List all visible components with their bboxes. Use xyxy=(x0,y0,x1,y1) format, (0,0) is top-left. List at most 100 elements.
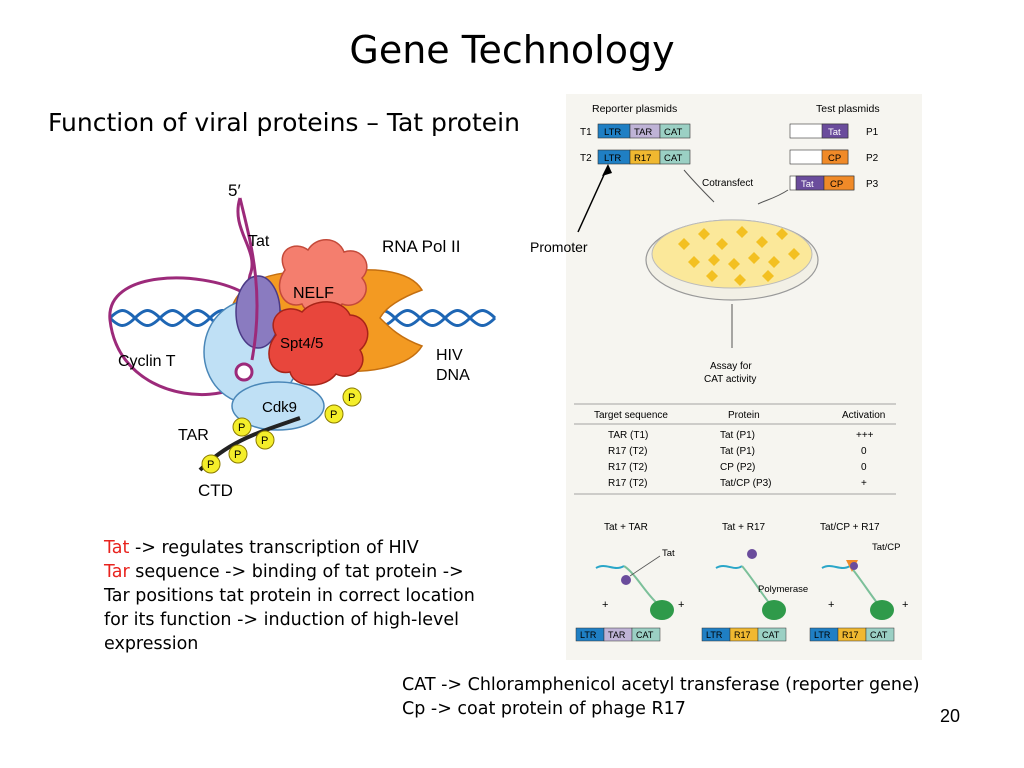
svg-text:R17 (T2): R17 (T2) xyxy=(608,446,647,457)
tat-label: Tat xyxy=(248,233,270,250)
ctd-label: CTD xyxy=(198,481,233,500)
svg-text:LTR: LTR xyxy=(580,630,597,640)
svg-text:Tat/CP: Tat/CP xyxy=(872,542,901,553)
svg-text:Tat (P1): Tat (P1) xyxy=(720,446,755,457)
phospho-label: P xyxy=(238,422,245,434)
footer-line-1: CAT -> Chloramphenicol acetyl transferas… xyxy=(402,675,920,695)
activation-table: Target sequence Protein Activation TAR (… xyxy=(574,403,896,495)
svg-text:+: + xyxy=(678,599,684,611)
promoter-label: Promoter xyxy=(530,239,588,255)
svg-text:P2: P2 xyxy=(866,153,879,164)
svg-text:TAR (T1): TAR (T1) xyxy=(608,430,648,441)
svg-text:R17: R17 xyxy=(842,630,859,640)
spt45-label: Spt4/5 xyxy=(280,335,323,352)
panel-tat-r17: Tat + R17 Polymerase LTR R17 CAT xyxy=(701,522,808,642)
cotransfect-label: Cotransfect xyxy=(702,178,753,189)
svg-text:+: + xyxy=(861,478,867,489)
svg-text:R17: R17 xyxy=(634,153,651,164)
culture-dish xyxy=(645,219,819,301)
svg-text:Polymerase: Polymerase xyxy=(758,584,808,595)
svg-text:Activation: Activation xyxy=(842,410,885,421)
panel-tat-tar: Tat + TAR Tat + + LTR TAR CAT xyxy=(575,522,684,642)
svg-text:+++: +++ xyxy=(856,430,874,441)
svg-text:Protein: Protein xyxy=(728,410,760,421)
svg-text:Tat + R17: Tat + R17 xyxy=(722,522,766,533)
phospho-circle xyxy=(201,454,221,474)
svg-text:CP: CP xyxy=(828,153,841,164)
dna-label: DNA xyxy=(436,367,470,384)
phospho-label: P xyxy=(234,449,241,461)
svg-text:LTR: LTR xyxy=(814,630,831,640)
svg-text:R17: R17 xyxy=(734,630,751,640)
phospho-label: P xyxy=(207,459,214,471)
tat-complex-diagram: P P P P P P 5′ Tat RNA Pol II NELF Spt4/… xyxy=(108,181,497,500)
promoter-callout: Promoter xyxy=(530,164,612,255)
footer-notes: CAT -> Chloramphenicol acetyl transferas… xyxy=(402,673,920,721)
svg-text:P3: P3 xyxy=(866,179,879,190)
svg-text:Tat/CP + R17: Tat/CP + R17 xyxy=(820,522,880,533)
reporter-header: Reporter plasmids xyxy=(592,103,677,115)
cdk9-shape xyxy=(231,381,325,431)
cyclin-t-label: Cyclin T xyxy=(118,353,176,370)
tar-label: TAR xyxy=(178,427,209,444)
test-p1: Tat P1 xyxy=(789,123,879,139)
rna-pol-label: RNA Pol II xyxy=(382,237,460,256)
phospho-circle xyxy=(324,404,344,424)
phospho-circle xyxy=(342,387,362,407)
tar-loop xyxy=(234,362,254,382)
note-line-4: for its function -> induction of high-le… xyxy=(104,610,459,630)
svg-text:+: + xyxy=(602,599,608,611)
notes-block: Tat -> regulates transcription of HIV Ta… xyxy=(104,536,475,656)
phospho-circle xyxy=(232,417,252,437)
svg-text:LTR: LTR xyxy=(604,127,621,138)
phospho-label: P xyxy=(348,392,355,404)
svg-text:P1: P1 xyxy=(866,127,879,138)
note-tat-term: Tat xyxy=(104,538,130,558)
cotransfect-arrow-left xyxy=(683,169,715,203)
svg-text:+: + xyxy=(902,599,908,611)
svg-text:T2: T2 xyxy=(580,153,592,164)
footer-line-2: Cp -> coat protein of phage R17 xyxy=(402,699,686,719)
svg-text:CP (P2): CP (P2) xyxy=(720,462,755,473)
tar-hairpin xyxy=(238,197,259,361)
dna-helix xyxy=(108,309,497,327)
svg-text:+: + xyxy=(828,599,834,611)
note-line-2: sequence -> binding of tat protein -> xyxy=(129,562,464,582)
phospho-circle xyxy=(228,444,248,464)
svg-text:R17 (T2): R17 (T2) xyxy=(608,462,647,473)
svg-text:Tat (P1): Tat (P1) xyxy=(720,430,755,441)
reporter-t1: T1 LTR TAR CAT xyxy=(580,123,691,139)
phospho-circle xyxy=(255,430,275,450)
svg-text:Tat + TAR: Tat + TAR xyxy=(604,522,648,533)
slide-title: Gene Technology xyxy=(349,28,675,72)
svg-text:Tat: Tat xyxy=(828,127,841,138)
svg-text:Tat: Tat xyxy=(662,548,675,559)
nelf-shape xyxy=(278,239,368,316)
reporter-assay-figure: Reporter plasmids Test plasmids T1 LTR T… xyxy=(566,94,922,660)
test-p2: CP P2 xyxy=(789,149,879,165)
note-line-3: Tar positions tat protein in correct loc… xyxy=(104,586,475,606)
svg-text:CAT: CAT xyxy=(870,630,888,640)
five-prime-label: 5′ xyxy=(228,181,241,200)
svg-text:Tat: Tat xyxy=(801,179,814,190)
svg-text:CAT: CAT xyxy=(636,630,654,640)
svg-text:Target sequence: Target sequence xyxy=(594,410,668,421)
svg-text:CAT: CAT xyxy=(664,153,682,164)
svg-text:R17 (T2): R17 (T2) xyxy=(608,478,647,489)
test-p3: Tat CP P3 xyxy=(789,175,879,191)
svg-text:TAR: TAR xyxy=(634,127,652,138)
cotransfect-arrow-right xyxy=(757,189,789,205)
phospho-groups: P P P P P P xyxy=(201,387,362,474)
assay-label-1: Assay for xyxy=(710,361,752,372)
svg-text:TAR: TAR xyxy=(608,630,626,640)
phospho-label: P xyxy=(330,409,337,421)
svg-text:LTR: LTR xyxy=(604,153,621,164)
svg-text:CP: CP xyxy=(830,179,843,190)
note-tar-term: Tar xyxy=(104,562,130,582)
svg-text:0: 0 xyxy=(861,446,867,457)
spt45-shape xyxy=(268,301,369,386)
svg-text:0: 0 xyxy=(861,462,867,473)
hiv-label: HIV xyxy=(436,347,463,364)
svg-text:Tat/CP (P3): Tat/CP (P3) xyxy=(720,478,772,489)
panel-tatcp-r17: Tat/CP + R17 Tat/CP + + LTR R17 CAT xyxy=(809,522,908,642)
